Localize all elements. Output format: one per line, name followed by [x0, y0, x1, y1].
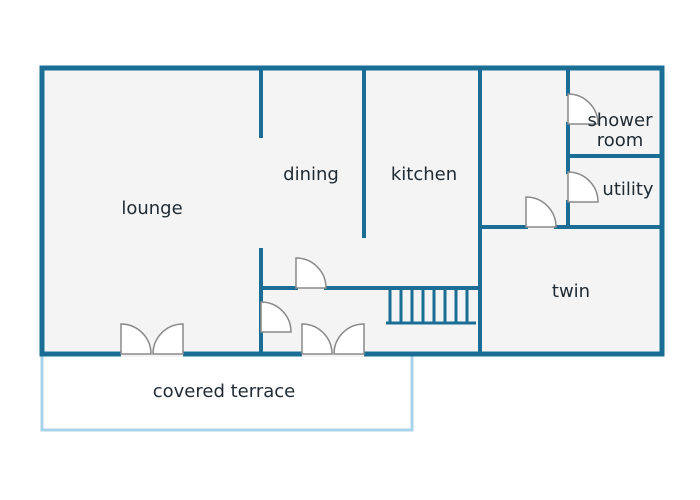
shower-room-door: [567, 93, 599, 125]
room-label-dining: dining: [283, 164, 339, 185]
lounge-terrace-door-left: [120, 323, 152, 355]
room-label-shower-room-1: shower: [588, 110, 654, 131]
room-label-utility: utility: [602, 179, 654, 200]
room-label-kitchen: kitchen: [391, 164, 457, 185]
room-label-covered-terrace: covered terrace: [153, 381, 295, 402]
hall-terrace-door-right: [333, 323, 365, 355]
room-label-shower-room-2: room: [597, 130, 644, 151]
twin-door: [525, 196, 557, 228]
staircase: [386, 290, 476, 325]
room-label-twin: twin: [552, 281, 590, 302]
doors: [120, 93, 599, 355]
room-label-lounge: lounge: [121, 198, 182, 219]
hall-terrace-door-left: [301, 323, 333, 355]
lounge-hall-door: [260, 301, 292, 333]
kitchen-hall-door: [295, 257, 327, 289]
lounge-terrace-door-right: [152, 323, 184, 355]
covered-terrace-area: [40, 353, 414, 432]
utility-door: [567, 171, 599, 203]
house-floor: [42, 68, 662, 354]
